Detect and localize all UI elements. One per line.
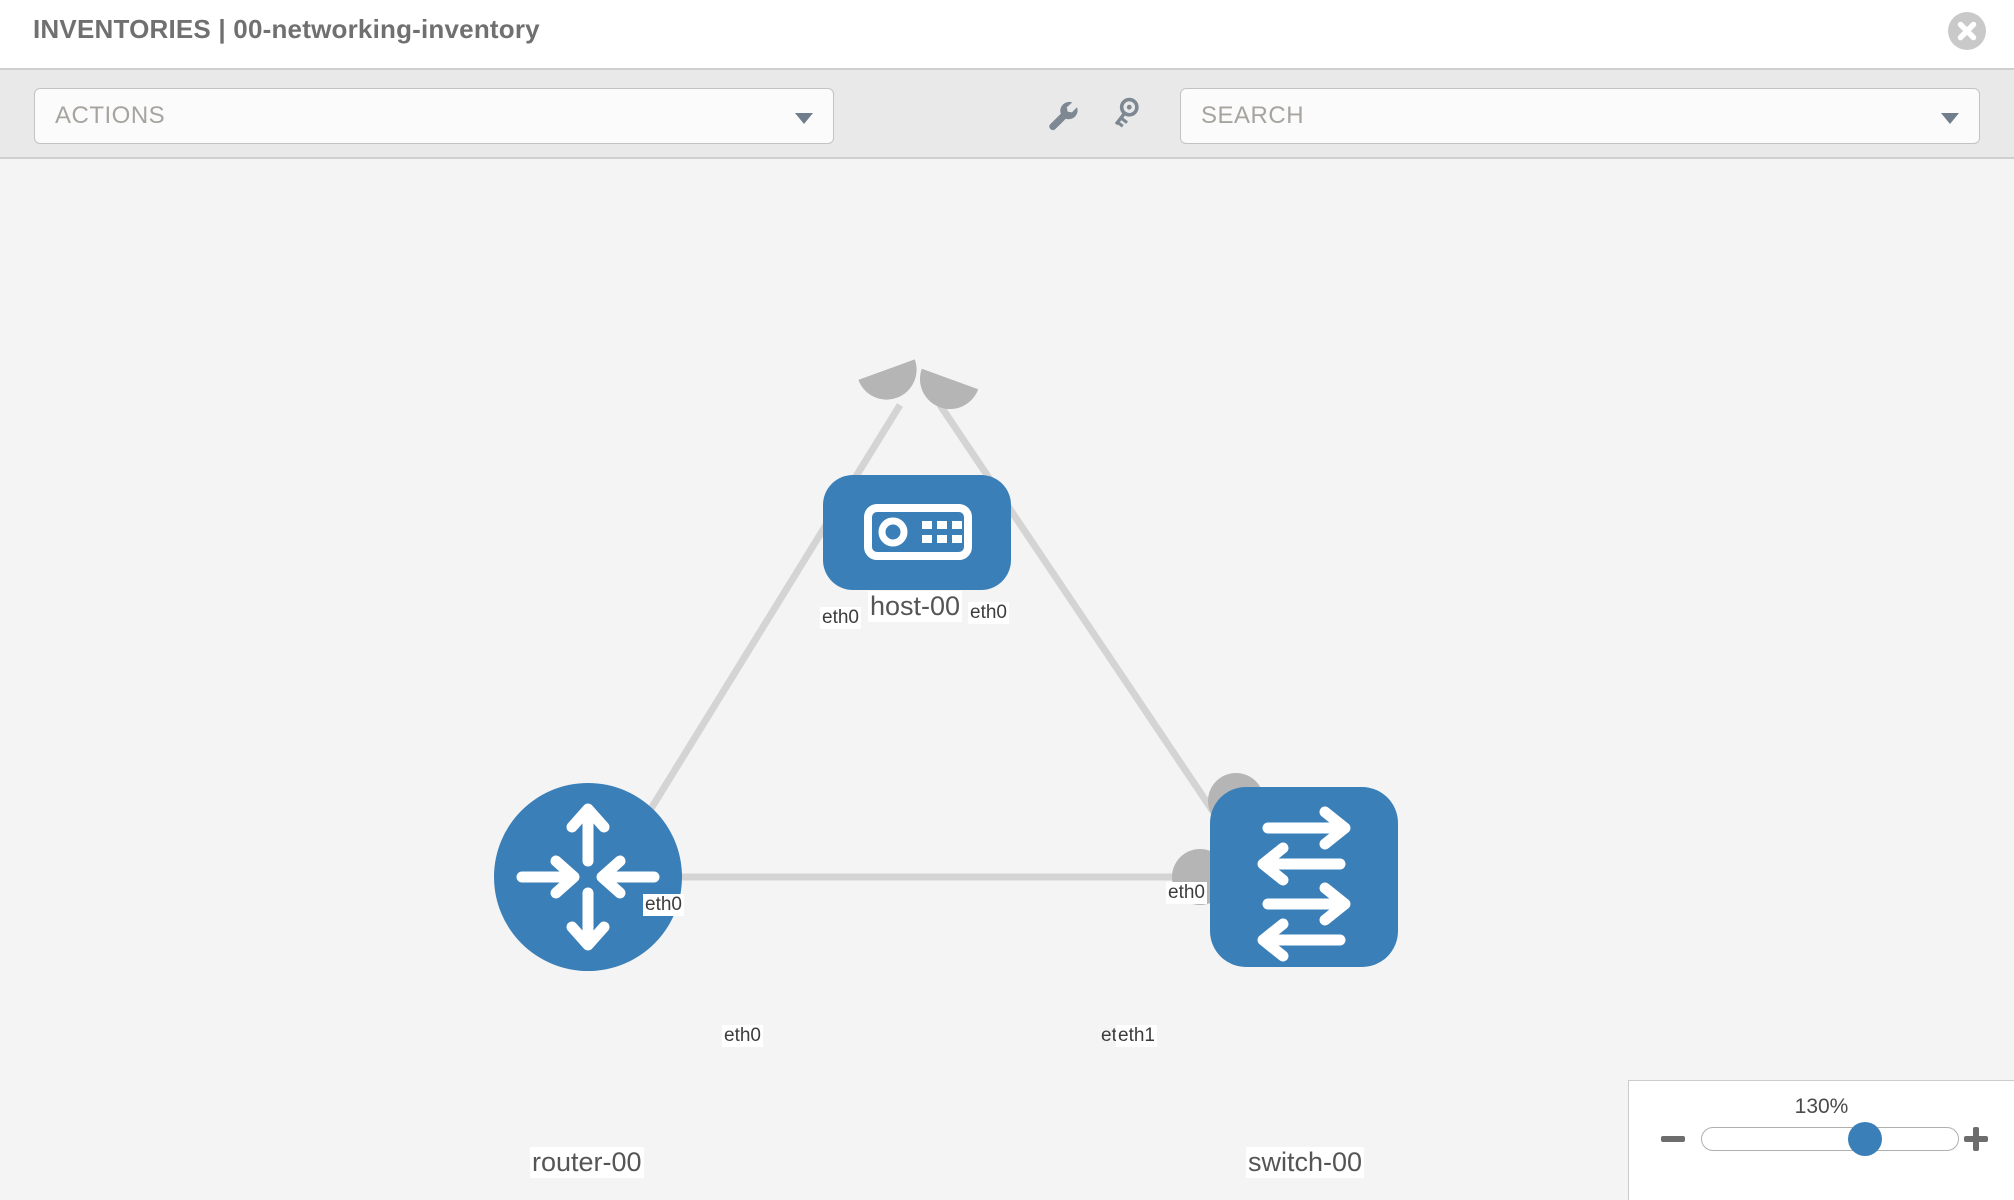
zoom-control-panel: 130% [1628, 1080, 2014, 1200]
topology-ports [648, 359, 1264, 909]
port-host-left [858, 359, 917, 400]
node-label-router: router-00 [530, 1147, 644, 1178]
chevron-down-icon [795, 113, 813, 124]
edge-label: eth0 [968, 602, 1009, 624]
page-header: INVENTORIES | 00-networking-inventory [0, 0, 2014, 68]
zoom-slider-thumb[interactable] [1848, 1122, 1882, 1156]
zoom-out-button[interactable] [1659, 1125, 1687, 1153]
edge-label: eth0 [722, 1025, 763, 1047]
close-icon[interactable] [1948, 12, 1986, 50]
node-router-00 [494, 783, 682, 971]
key-icon[interactable] [1110, 96, 1150, 136]
wrench-icon[interactable] [1042, 96, 1082, 136]
node-switch-00 [1210, 787, 1398, 967]
node-host-00 [823, 475, 1011, 590]
node-label-switch: switch-00 [1246, 1147, 1365, 1178]
toolbar: ACTIONS SEARCH [0, 68, 2014, 159]
zoom-in-button[interactable] [1962, 1125, 1990, 1153]
topology-graph [494, 359, 1398, 971]
port-host-right [920, 368, 979, 409]
zoom-slider[interactable] [1701, 1122, 1959, 1156]
link-host-switch [937, 403, 1248, 861]
actions-dropdown[interactable]: ACTIONS [34, 88, 834, 144]
edge-label: eth0 [1166, 882, 1207, 904]
switch-arrows-icon [1257, 806, 1351, 962]
search-placeholder: SEARCH [1201, 102, 1305, 129]
actions-dropdown-label: ACTIONS [55, 102, 166, 129]
router-arrows-icon [516, 803, 660, 951]
search-chevron-down-icon[interactable] [1941, 113, 1959, 124]
node-label-host: host-00 [868, 591, 963, 622]
edge-label: eth1 [1116, 1025, 1157, 1047]
link-host-router [617, 403, 903, 861]
page-title: INVENTORIES | 00-networking-inventory [33, 14, 540, 44]
search-input[interactable]: SEARCH [1180, 88, 1980, 144]
zoom-level-value: 130% [1794, 1095, 1849, 1118]
edge-label: eth0 [820, 607, 861, 629]
edge-label: eth0 [643, 894, 684, 916]
host-server-icon [864, 504, 972, 560]
topology-canvas[interactable]: eth0 eth0 eth0 eth0 eth0 eth eth1 host-0… [0, 159, 2014, 1200]
